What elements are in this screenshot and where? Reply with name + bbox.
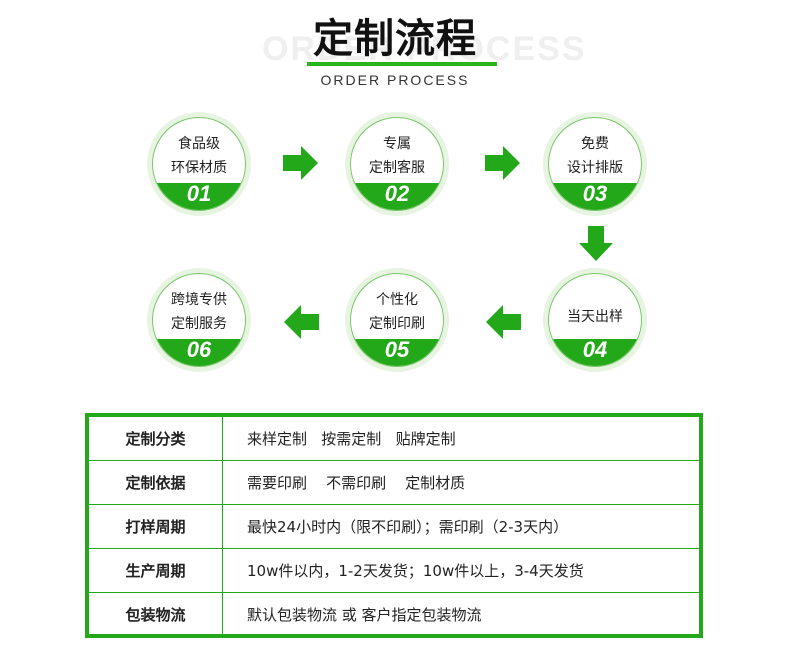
step-circle: 当天出样 04 (548, 273, 642, 367)
process-step-4: 当天出样 04 (543, 268, 647, 372)
step-label-line2: 定制印刷 (369, 316, 425, 332)
step-number-band (549, 339, 641, 366)
step-number: 01 (186, 181, 212, 206)
step-number: 02 (384, 181, 410, 206)
row-key: 定制分类 (89, 417, 223, 460)
step-label-line2: 设计排版 (567, 160, 623, 176)
step-label: 免费 设计排版 (549, 132, 641, 180)
table-row: 包装物流 默认包装物流 或 客户指定包装物流 (89, 593, 699, 636)
step-label-line1: 当天出样 (567, 309, 623, 325)
row-key: 包装物流 (89, 593, 223, 636)
step-label-line2: 环保材质 (171, 160, 227, 176)
step-number-band (153, 339, 245, 366)
row-value: 10w件以内，1-2天发货；10w件以上，3-4天发货 (247, 562, 584, 580)
step-label: 当天出样 (549, 305, 641, 329)
step-number-band (351, 183, 443, 210)
step-label: 个性化 定制印刷 (351, 288, 443, 336)
process-step-6: 跨境专供 定制服务 06 (147, 268, 251, 372)
table-row: 打样周期 最快24小时内（限不印刷）；需印刷（2-3天内） (89, 505, 699, 549)
step-label-line1: 食品级 (178, 136, 220, 152)
step-number-band (351, 339, 443, 366)
row-key: 定制依据 (89, 461, 223, 504)
step-circle: 跨境专供 定制服务 06 (152, 273, 246, 367)
page-subtitle: ORDER PROCESS (320, 72, 470, 88)
step-number: 04 (582, 337, 608, 362)
step-label: 专属 定制客服 (351, 132, 443, 180)
process-step-5: 个性化 定制印刷 05 (345, 268, 449, 372)
table-row: 定制依据 需要印刷 不需印刷 定制材质 (89, 461, 699, 505)
title-underline (307, 62, 497, 66)
customization-info-table: 定制分类 来样定制 按需定制 贴牌定制 定制依据 需要印刷 不需印刷 定制材质 … (85, 413, 703, 638)
step-label-line1: 个性化 (376, 292, 418, 308)
step-label: 食品级 环保材质 (153, 132, 245, 180)
table-row: 生产周期 10w件以内，1-2天发货；10w件以上，3-4天发货 (89, 549, 699, 593)
arrow-right-icon (485, 146, 520, 180)
arrow-right-icon (283, 146, 318, 180)
row-value: 需要印刷 不需印刷 定制材质 (247, 474, 466, 492)
step-number: 05 (384, 337, 410, 362)
step-circle: 专属 定制客服 02 (350, 117, 444, 211)
header-ghost-text: ORDER PROCESS (262, 30, 587, 68)
step-circle: 个性化 定制印刷 05 (350, 273, 444, 367)
process-step-1: 食品级 环保材质 01 (147, 112, 251, 216)
step-circle: 免费 设计排版 03 (548, 117, 642, 211)
process-step-3: 免费 设计排版 03 (543, 112, 647, 216)
step-number-band (549, 183, 641, 210)
process-step-2: 专属 定制客服 02 (345, 112, 449, 216)
step-label-line2: 定制客服 (369, 160, 425, 176)
step-number: 06 (186, 337, 212, 362)
page-title: 定制流程 (313, 16, 477, 62)
row-key: 打样周期 (89, 505, 223, 548)
step-label-line2: 定制服务 (171, 316, 227, 332)
row-value: 默认包装物流 或 客户指定包装物流 (247, 606, 482, 624)
step-label-line1: 专属 (383, 136, 411, 152)
row-key: 生产周期 (89, 549, 223, 592)
step-number: 03 (582, 181, 608, 206)
arrow-left-icon (486, 305, 521, 339)
step-label-line1: 免费 (581, 136, 609, 152)
arrow-down-icon (579, 226, 613, 261)
step-number-band (153, 183, 245, 210)
table-row: 定制分类 来样定制 按需定制 贴牌定制 (89, 417, 699, 461)
step-label-line1: 跨境专供 (171, 292, 227, 308)
arrow-left-icon (284, 305, 319, 339)
step-label: 跨境专供 定制服务 (153, 288, 245, 336)
page-header: ORDER PROCESS 定制流程 ORDER PROCESS (0, 0, 790, 100)
row-value: 来样定制 按需定制 贴牌定制 (247, 430, 456, 448)
step-circle: 食品级 环保材质 01 (152, 117, 246, 211)
row-value: 最快24小时内（限不印刷）；需印刷（2-3天内） (247, 518, 569, 536)
